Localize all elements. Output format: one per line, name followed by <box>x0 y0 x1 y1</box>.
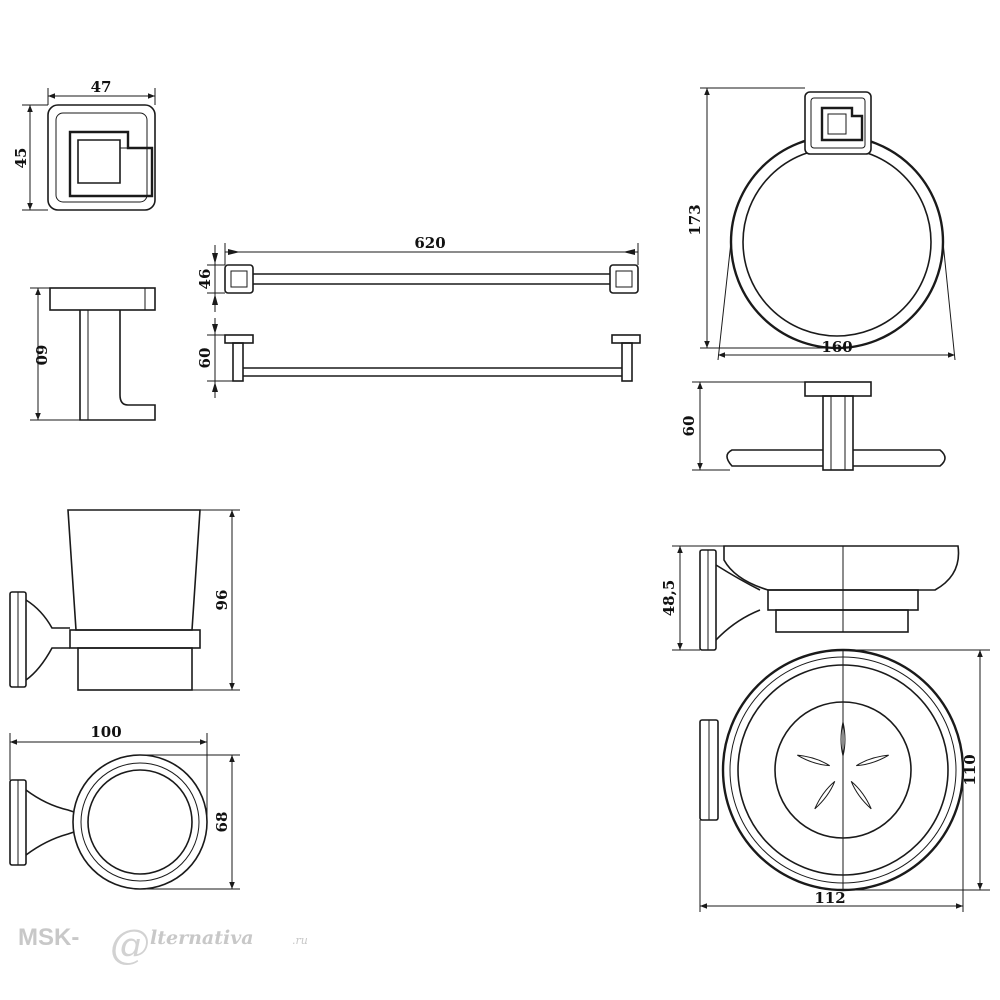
dim-label-soap-dish-height: 48,5 <box>660 580 678 617</box>
dim-ring-width: 160 <box>717 241 956 361</box>
robe-hook-side-view <box>49 287 156 421</box>
towel-ring-side-view <box>726 381 946 471</box>
towel-bar-front-view <box>224 264 639 294</box>
dim-label-tumbler-width: 68 <box>213 812 231 833</box>
dim-soap-dish-depth: 110 <box>843 649 990 891</box>
dim-holder-width: 47 <box>47 78 156 105</box>
watermark-at-letter: @ <box>110 922 150 968</box>
dim-label-towel-bar-depth: 60 <box>196 348 214 369</box>
dim-towel-bar-length: 620 <box>224 234 639 265</box>
soap-dish-side-view <box>699 545 960 651</box>
dim-holder-depth: 60 <box>30 287 80 421</box>
watermark-word: lternativa <box>150 927 254 949</box>
dim-tumbler-height: 96 <box>192 509 240 691</box>
dim-tumbler-width: 68 <box>140 754 240 890</box>
dim-label-tumbler-length: 100 <box>90 723 121 741</box>
dim-towel-bar-depth: 60 <box>196 318 233 398</box>
tumbler-holder-top-view <box>9 754 208 890</box>
towel-bar-top-view <box>224 334 641 382</box>
towel-ring-front-view <box>729 91 945 350</box>
dim-towel-bar-height: 46 <box>196 245 225 312</box>
watermark-logo: MSK- @ lternativa .ru <box>18 922 308 968</box>
tumbler-holder-side-view <box>9 509 201 691</box>
dim-label-soap-dish-width: 112 <box>814 889 845 907</box>
dim-label-tumbler-height: 96 <box>213 590 231 611</box>
dim-label-soap-dish-depth: 110 <box>961 754 979 785</box>
dim-soap-dish-height: 48,5 <box>660 545 724 651</box>
watermark-prefix: MSK- <box>18 924 79 951</box>
dim-ring-depth: 60 <box>680 381 805 471</box>
dim-soap-dish-width: 112 <box>699 770 964 912</box>
robe-hook-front-view <box>47 104 156 211</box>
dim-label-holder-height: 45 <box>12 148 30 169</box>
dim-ring-height: 173 <box>686 87 837 349</box>
watermark-suffix: .ru <box>292 934 308 947</box>
dim-tumbler-length: 100 <box>9 723 208 822</box>
drain-slots <box>797 721 889 810</box>
dim-label-ring-width: 160 <box>821 338 852 356</box>
dim-label-holder-width: 47 <box>91 78 112 96</box>
soap-dish-top-view <box>699 648 965 892</box>
dim-label-towel-bar-height: 46 <box>196 269 214 290</box>
dim-label-towel-bar-length: 620 <box>414 234 445 252</box>
dim-label-ring-height: 173 <box>686 204 704 235</box>
dim-label-ring-depth: 60 <box>680 416 698 437</box>
dim-holder-height: 45 <box>12 104 48 211</box>
dim-label-holder-depth: 60 <box>32 345 50 366</box>
